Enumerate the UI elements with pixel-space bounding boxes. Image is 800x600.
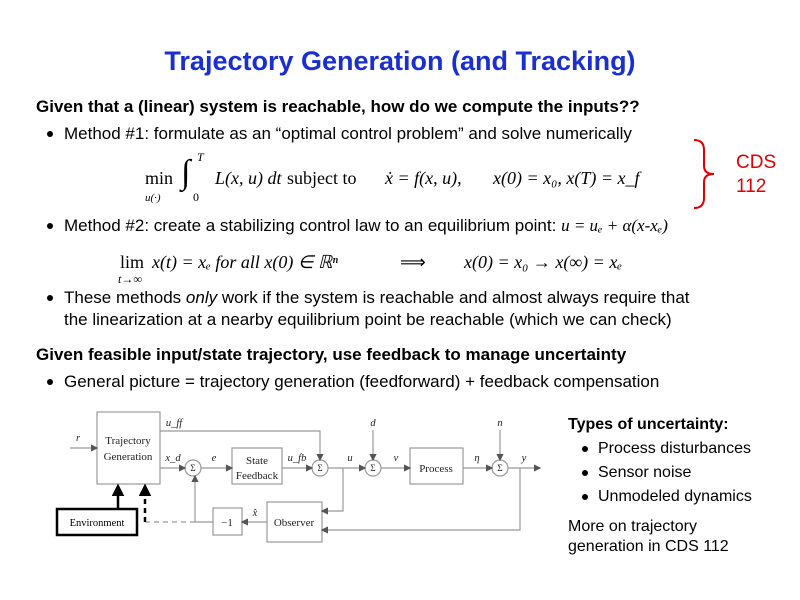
signal-v: v (394, 453, 399, 464)
generation-label: Generation (104, 451, 153, 463)
sigma-2: Σ (317, 463, 322, 473)
cds-note-line1: More on trajectory (568, 518, 697, 535)
integral-lower: 0 (193, 190, 199, 204)
section2-bullet: General picture = trajectory generation … (47, 372, 660, 392)
signal-d: d (370, 418, 376, 429)
integrand: L(x, u) dt (215, 168, 282, 188)
uncertainty-item: Unmodeled dynamics (582, 488, 752, 506)
trajectory-label: Trajectory (105, 435, 151, 447)
state-label: State (246, 455, 268, 467)
environment-block (55, 507, 139, 537)
bullet3-text-a: These methods (64, 288, 186, 307)
min-operator: min (145, 168, 174, 188)
bullet-dot (582, 446, 588, 452)
signal-x-hat: x̂ (252, 508, 258, 519)
section1-heading: Given that a (linear) system is reachabl… (36, 97, 640, 116)
bullet-dot (582, 494, 588, 500)
lim-subscript: t→∞ (118, 272, 142, 286)
section2-bullet-text: General picture = trajectory generation … (64, 372, 660, 391)
uncertainty-item-text: Sensor noise (598, 464, 692, 481)
bullet-dot (47, 295, 53, 301)
bullet3-line2: the linearization at a nearby equilibriu… (64, 310, 672, 329)
emphasis-only: only (185, 288, 218, 307)
cds-annotation-line2: 112 (736, 176, 767, 197)
uncertainty-item-text: Unmodeled dynamics (598, 488, 752, 505)
signal-y: y (521, 453, 527, 464)
bullet3-text-b: work if the system is reachable and almo… (217, 288, 690, 307)
integral-sign: ∫ (181, 154, 191, 191)
signal-u-ff: u_ff (166, 418, 184, 429)
implies-arrow: ⟹ (400, 252, 426, 272)
control-law: u = uₑ + α(x-xₑ) (561, 216, 668, 235)
uncertainty-item: Process disturbances (582, 440, 751, 458)
sigma-1: Σ (190, 463, 195, 473)
uncertainty-heading: Types of uncertainty: (568, 416, 729, 433)
boundary-conditions: x(0) = x₀, x(T) = x_f (493, 168, 640, 188)
signal-x-d: x_d (164, 453, 181, 464)
neg-one-label: −1 (221, 517, 233, 529)
signal-u-fb: u_fb (288, 453, 307, 464)
bullet-dot (582, 470, 588, 476)
optimal-control-equation: min u(·) ∫ T 0 L(x, u) dt subject to ẋ =… (145, 150, 705, 204)
observer-label: Observer (274, 517, 315, 529)
dynamics: ẋ = f(x, u), (385, 168, 462, 188)
trajectory-generation-block (96, 411, 161, 485)
state-transfer: x(0) = x₀ → x(∞) = xₑ (464, 252, 623, 272)
uncertainty-item: Sensor noise (582, 464, 692, 482)
environment-label: Environment (70, 518, 125, 529)
method2-bullet: Method #2: create a stabilizing control … (47, 216, 668, 236)
lim-operator: lim (120, 252, 145, 272)
subject-to: subject to (287, 168, 357, 188)
bullet-dot (47, 379, 53, 385)
sigma-4: Σ (497, 463, 502, 473)
signal-u: u (347, 453, 352, 464)
method2-text: Method #2: create a stabilizing control … (64, 216, 557, 235)
integral-upper: T (197, 150, 204, 164)
cds-annotation-line1: CDS (736, 152, 777, 173)
curly-brace (693, 139, 715, 209)
section2-heading: Given feasible input/state trajectory, u… (36, 345, 627, 364)
feedback-label: Feedback (236, 470, 279, 482)
signal-eta: η (474, 453, 479, 464)
method1-text: Method #1: formulate as an “optimal cont… (64, 124, 632, 143)
uncertainty-item-text: Process disturbances (598, 440, 751, 457)
cds-note-line2: generation in CDS 112 (568, 538, 729, 555)
signal-e: e (212, 453, 217, 464)
bullet3: These methods only work if the system is… (47, 288, 690, 308)
stability-equation: lim t→∞ x(t) = xₑ for all x(0) ∈ ℝⁿ ⟹ x(… (118, 250, 638, 286)
method1-bullet: Method #1: formulate as an “optimal cont… (47, 124, 632, 144)
signal-r: r (76, 433, 81, 444)
min-subscript: u(·) (145, 192, 161, 204)
process-label: Process (419, 463, 453, 475)
limit-condition: x(t) = xₑ for all x(0) ∈ ℝⁿ (152, 252, 338, 272)
signal-n: n (497, 418, 502, 429)
sigma-3: Σ (370, 463, 375, 473)
bullet-dot (47, 131, 53, 137)
slide-title: Trajectory Generation (and Tracking) (164, 46, 636, 76)
bullet-dot (47, 223, 53, 229)
